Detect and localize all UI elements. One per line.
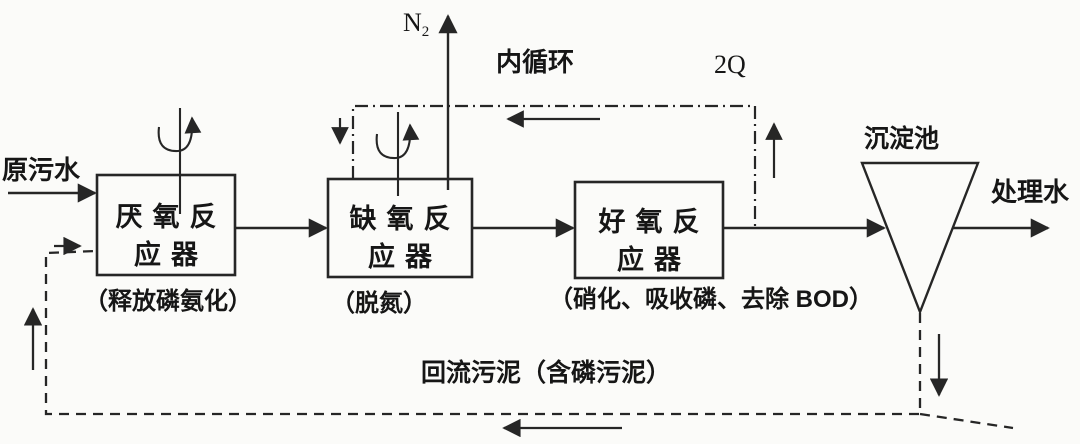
internal-recycle-label: 内循环 xyxy=(496,47,575,77)
return-sludge-label: 回流污泥（含磷污泥） xyxy=(421,359,672,387)
reactor-label: 缺氧反 xyxy=(349,204,461,234)
treated-water-label: 处理水 xyxy=(991,177,1070,207)
stirrer-icon xyxy=(375,112,420,196)
reactor-label: 厌氧反 xyxy=(115,202,227,232)
internal-recycle-line xyxy=(351,104,757,227)
reactor-label: 好氧反 xyxy=(598,207,710,237)
reactor-label: 应器 xyxy=(134,240,208,270)
clarifier-label: 沉淀池 xyxy=(864,125,940,153)
n2-label: N2 xyxy=(403,8,430,40)
aerobic-reactor-box xyxy=(573,180,725,280)
raw-water-label: 原污水 xyxy=(2,155,81,185)
anaerobic-reactor-box xyxy=(95,173,237,277)
reactor-note: （硝化、吸收磷、去除 BOD） xyxy=(549,286,873,313)
stirrer-icon xyxy=(157,108,202,214)
reactor-label: 应器 xyxy=(368,242,442,272)
reactor-label: 应器 xyxy=(617,245,691,275)
return-sludge-line xyxy=(44,249,922,416)
internal-recycle-flow-label: 2Q xyxy=(714,50,746,79)
reactor-note: （释放磷氨化） xyxy=(84,288,252,315)
waste-sludge-line xyxy=(919,412,1014,430)
reactor-note: （脱氮） xyxy=(331,290,427,317)
clarifier-triangle xyxy=(860,161,980,316)
